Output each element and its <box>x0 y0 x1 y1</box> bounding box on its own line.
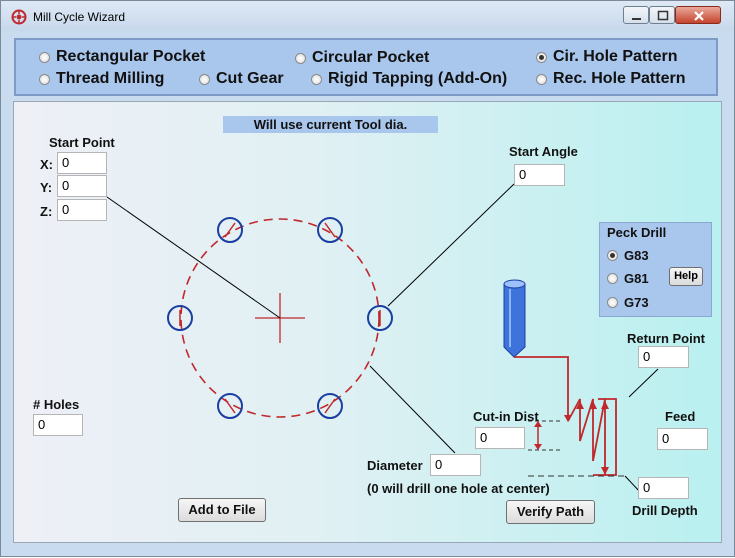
radio-g83[interactable]: G83 <box>607 248 649 263</box>
start-y-field[interactable]: 0 <box>57 175 107 197</box>
peck-drill-panel: Peck Drill G83 G81 G73 Help <box>599 222 712 317</box>
radio-label: G83 <box>624 248 649 263</box>
minimize-button[interactable] <box>623 6 649 24</box>
hole-6 <box>317 393 343 419</box>
diameter-label: Diameter <box>367 458 423 473</box>
pattern-circle <box>180 218 380 418</box>
start-point-label: Start Point <box>49 135 115 150</box>
radio-label: Rectangular Pocket <box>56 48 206 65</box>
maximize-button[interactable] <box>649 6 675 24</box>
peck-drill-title: Peck Drill <box>607 225 667 240</box>
diameter-note: (0 will drill one hole at center) <box>367 481 550 496</box>
start-angle-label: Start Angle <box>509 144 578 159</box>
radio-rectangular-pocket[interactable]: Rectangular Pocket <box>39 48 205 66</box>
feed-label: Feed <box>665 409 696 424</box>
radio-label: Thread Milling <box>56 70 165 87</box>
radio-label: G73 <box>624 295 649 310</box>
maximize-icon <box>657 10 669 21</box>
radio-indicator <box>311 73 322 85</box>
drill-tool-icon <box>503 279 526 358</box>
radio-cut-gear[interactable]: Cut Gear <box>199 70 284 88</box>
start-z-label: Z: <box>40 204 53 219</box>
feed-field[interactable]: 0 <box>657 428 708 450</box>
return-point-label: Return Point <box>627 331 705 346</box>
radio-indicator <box>607 297 618 308</box>
radio-thread-milling[interactable]: Thread Milling <box>39 70 164 88</box>
radio-label: Cut Gear <box>216 70 284 87</box>
radio-g81[interactable]: G81 <box>607 271 649 286</box>
cut-in-dist-label: Cut-in Dist <box>473 409 539 424</box>
start-z-field[interactable]: 0 <box>57 199 107 221</box>
radio-circular-pocket[interactable]: Circular Pocket <box>295 49 429 67</box>
hole-circles <box>167 217 393 419</box>
holes-label: # Holes <box>33 397 80 412</box>
hole-5 <box>217 393 243 419</box>
tool-dia-notice: Will use current Tool dia. <box>223 116 438 133</box>
close-button[interactable] <box>675 6 721 24</box>
radio-indicator <box>199 73 210 85</box>
radio-label: Rec. Hole Pattern <box>553 70 686 87</box>
minimize-icon <box>632 18 641 20</box>
radio-rigid-tapping[interactable]: Rigid Tapping (Add-On) <box>311 70 507 88</box>
holes-field[interactable]: 0 <box>33 414 83 436</box>
hole-3 <box>217 217 243 243</box>
app-logo-icon <box>11 9 27 25</box>
verify-path-button[interactable]: Verify Path <box>506 500 595 524</box>
start-y-label: Y: <box>40 180 53 195</box>
radio-indicator <box>295 52 306 64</box>
hole-4 <box>167 305 193 331</box>
radio-indicator-selected <box>607 250 618 261</box>
hole-2 <box>317 217 343 243</box>
title-bar: Mill Cycle Wizard <box>1 1 734 31</box>
add-to-file-button[interactable]: Add to File <box>178 498 266 522</box>
radio-label: Circular Pocket <box>312 49 430 66</box>
radio-cir-hole-pattern[interactable]: Cir. Hole Pattern <box>536 48 677 66</box>
cut-in-dist-field[interactable]: 0 <box>475 427 525 449</box>
radio-indicator-selected <box>536 51 547 63</box>
radio-label: Rigid Tapping (Add-On) <box>328 70 508 87</box>
close-icon <box>694 11 704 21</box>
start-angle-field[interactable]: 0 <box>514 164 565 186</box>
help-button[interactable]: Help <box>669 267 703 286</box>
radio-label: Cir. Hole Pattern <box>553 48 678 65</box>
leader-lines <box>106 183 659 494</box>
radio-indicator <box>536 73 547 85</box>
cycle-type-panel <box>14 38 718 96</box>
window-title: Mill Cycle Wizard <box>33 10 126 24</box>
radio-label: G81 <box>624 271 649 286</box>
diameter-field[interactable]: 0 <box>430 454 481 476</box>
drill-depth-field[interactable]: 0 <box>638 477 689 499</box>
cut-in-dimension-icon <box>528 420 561 451</box>
start-x-label: X: <box>40 157 53 172</box>
hole-center-ticks <box>179 222 381 414</box>
drill-path-arrows <box>564 401 609 475</box>
start-x-field[interactable]: 0 <box>57 152 107 174</box>
radio-indicator <box>39 73 50 85</box>
radio-rec-hole-pattern[interactable]: Rec. Hole Pattern <box>536 70 685 88</box>
return-point-field[interactable]: 0 <box>638 346 689 368</box>
radio-g73[interactable]: G73 <box>607 295 649 310</box>
radio-indicator <box>607 273 618 284</box>
drill-depth-label: Drill Depth <box>632 503 698 518</box>
radio-indicator <box>39 51 50 63</box>
hole-1 <box>367 305 393 331</box>
